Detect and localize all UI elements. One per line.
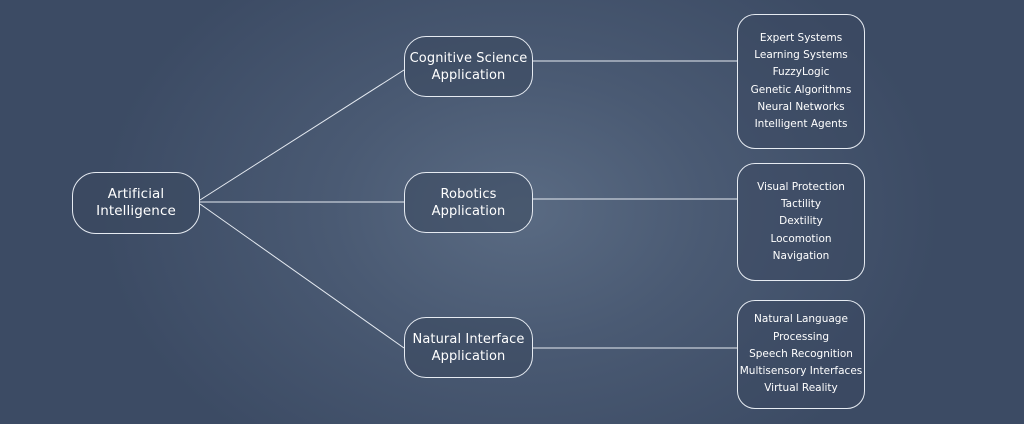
connector-root-to-natural-interface [199,203,405,349]
app-label-line2: Application [431,67,506,83]
list-robotics-topics: Visual Protection Tactility Dextility Lo… [737,163,865,281]
list-item: Neural Networks [757,100,845,113]
list-item: Locomotion [770,232,832,245]
list-item: Tactility [780,198,822,211]
list-item: Virtual Reality [764,382,838,395]
app-label-line2: Application [431,348,506,364]
list-item: FuzzyLogic [772,66,830,79]
list-item: Natural Language [754,313,848,326]
list-item: Navigation [772,249,830,262]
list-item: Intelligent Agents [754,118,848,131]
app-label-line1: Cognitive Science [409,50,528,66]
root-node-artificial-intelligence: Artificial Intelligence [72,172,200,234]
connector-root-to-cognitive [199,69,405,201]
list-natural-interface-topics: Natural Language Processing Speech Recog… [737,300,865,409]
list-item: Genetic Algorithms [750,83,852,96]
list-item: Learning Systems [754,48,848,61]
app-label-line1: Natural Interface [412,331,525,347]
root-label-line1: Artificial [107,186,165,202]
app-label-line1: Robotics [440,186,497,202]
list-item: Multisensory Interfaces [739,365,863,378]
list-item: Dextility [779,215,823,228]
list-item: Speech Recognition [749,347,853,360]
app-label-line2: Application [431,203,506,219]
list-cognitive-science-topics: Expert Systems Learning Systems FuzzyLog… [737,14,865,149]
app-node-cognitive-science: Cognitive Science Application [404,36,533,97]
app-node-natural-interface: Natural Interface Application [404,317,533,378]
app-node-robotics: Robotics Application [404,172,533,233]
list-item: Processing [772,330,830,343]
list-item: Expert Systems [759,31,843,44]
root-label-line2: Intelligence [96,203,176,219]
list-item: Visual Protection [757,180,845,193]
